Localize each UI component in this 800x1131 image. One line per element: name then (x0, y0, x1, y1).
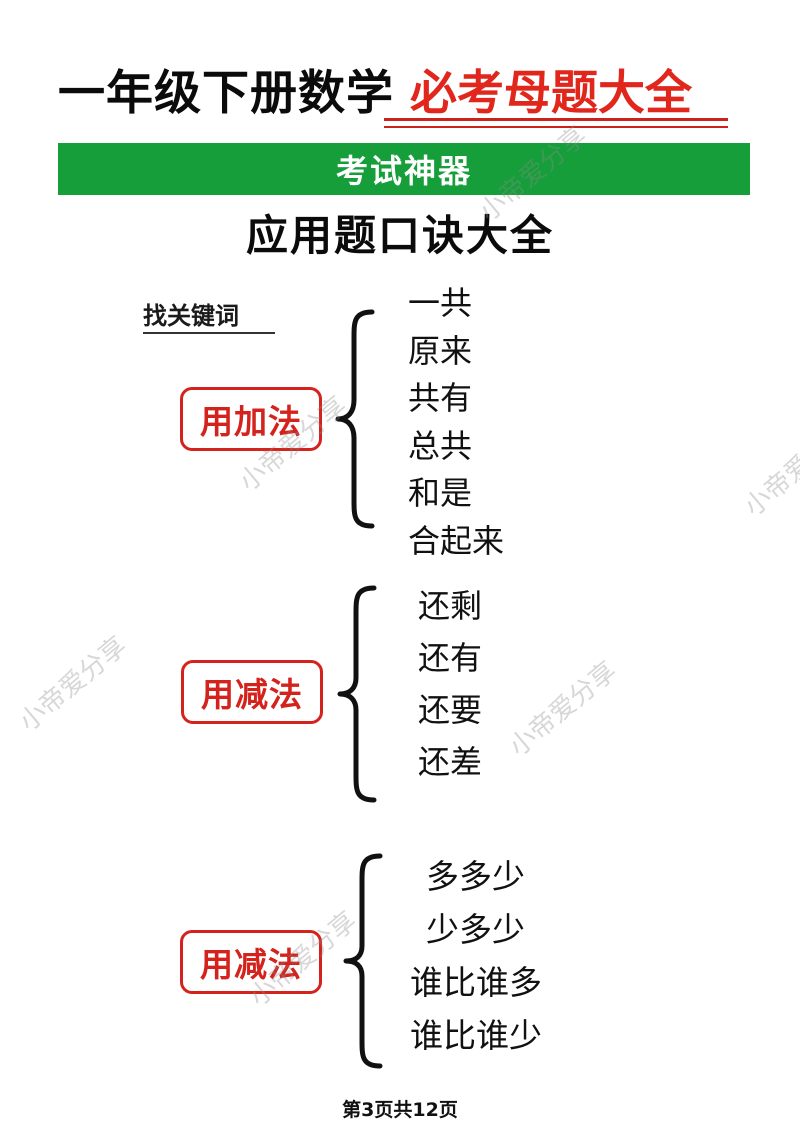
title-underline-thin (384, 126, 728, 128)
operation-box-subtraction-2: 用减法 (180, 930, 322, 994)
operation-box-subtraction-1: 用减法 (181, 660, 323, 724)
list-item: 还剩 (418, 587, 483, 625)
watermark-text: 小帝爱分享 (13, 631, 133, 738)
list-item: 谁比谁多 (410, 963, 542, 1002)
operation-box-addition: 用加法 (180, 387, 322, 451)
list-item: 共有 (408, 379, 473, 417)
curly-brace-1 (335, 309, 375, 529)
list-item: 还要 (418, 691, 483, 729)
banner-text: 考试神器 (335, 152, 472, 190)
list-item: 还有 (418, 639, 483, 677)
keyword-list-subtraction-1: 还剩 还有 还要 还差 (418, 580, 482, 788)
keyword-list-subtraction-2: 多多少 少多少 谁比谁多 谁比谁少 (410, 850, 542, 1062)
list-item: 还差 (418, 743, 483, 781)
list-item: 一共 (408, 284, 473, 322)
title-underline (384, 118, 728, 121)
watermark-text: 小帝爱分享 (738, 416, 800, 523)
curly-brace-3 (343, 853, 383, 1069)
operation-label: 用减法 (200, 945, 302, 984)
title-black: 一年级下册数学 (58, 66, 394, 121)
list-item: 原来 (408, 331, 473, 370)
list-item: 少多少 (426, 910, 525, 949)
operation-label: 用加法 (200, 402, 302, 441)
keyword-label: 找关键词 (143, 302, 239, 330)
list-item: 谁比谁少 (410, 1016, 542, 1055)
list-item: 合起来 (408, 521, 505, 560)
list-item: 多多少 (426, 857, 525, 896)
page-number: 第3页共12页 (342, 1099, 458, 1121)
curly-brace-2 (337, 585, 377, 803)
header-title: 一年级下册数学 必考母题大全 (58, 64, 738, 134)
watermark-text: 小帝爱分享 (503, 656, 623, 763)
keyword-label-underline (143, 332, 275, 334)
page-subtitle: 应用题口诀大全 (245, 211, 554, 260)
title-red: 必考母题大全 (410, 66, 692, 121)
keyword-list-addition: 一共 原来 共有 总共 和是 合起来 (408, 280, 504, 565)
list-item: 和是 (408, 474, 473, 512)
list-item: 总共 (408, 426, 473, 465)
operation-label: 用减法 (201, 675, 303, 714)
green-banner: 考试神器 (58, 143, 750, 195)
